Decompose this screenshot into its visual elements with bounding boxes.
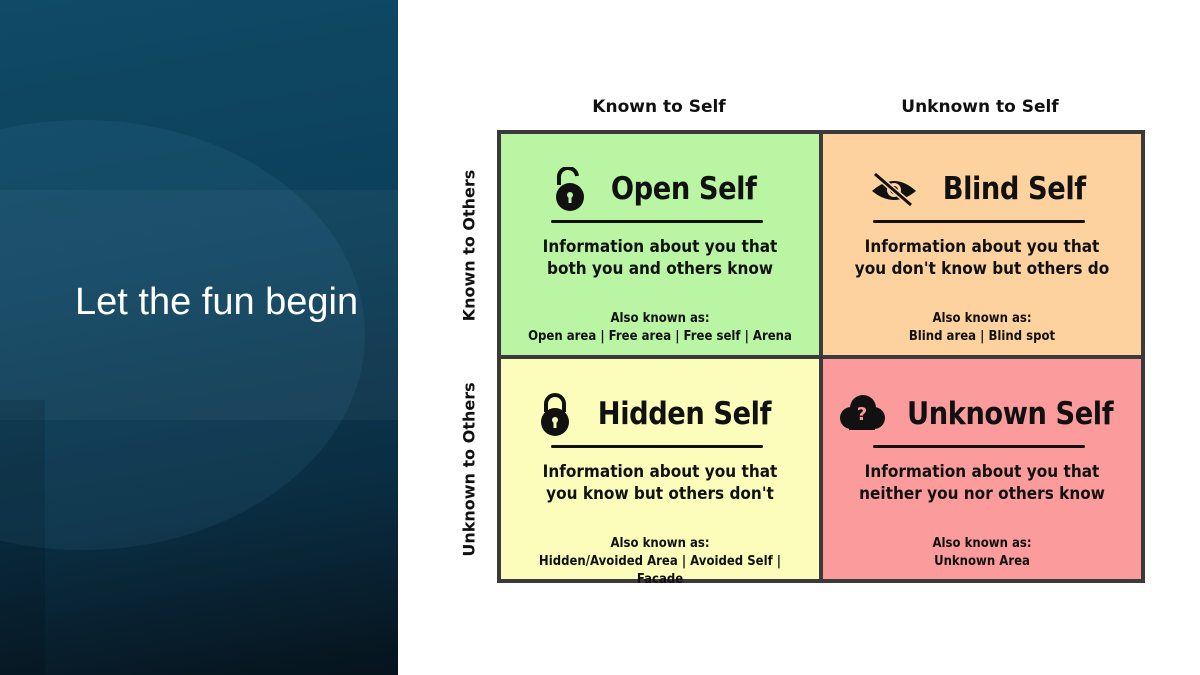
- aka-label: Also known as:: [932, 311, 1032, 326]
- column-header-known-to-self: Known to Self: [592, 97, 726, 117]
- column-header-unknown-to-self: Unknown to Self: [901, 97, 1059, 117]
- quadrant-title: Blind Self: [942, 171, 1086, 207]
- eye-slash-icon: [869, 171, 919, 207]
- divider: [551, 220, 763, 223]
- question-cloud-icon: ?: [837, 394, 887, 434]
- divider: [873, 220, 1085, 223]
- description-line: you know but others don't: [546, 483, 774, 504]
- aka-list: Hidden/Avoided Area | Avoided Self | Fac…: [538, 553, 782, 587]
- divider: [551, 444, 763, 448]
- description-line: Information about you that: [542, 461, 778, 482]
- quadrant-title: Open Self: [611, 171, 757, 207]
- aka-list: Open area | Free area | Free self | Aren…: [528, 329, 792, 344]
- open-padlock-icon: [553, 167, 587, 211]
- row-header-unknown-to-others: Unknown to Others: [459, 382, 479, 557]
- aka-label: Also known as:: [932, 535, 1032, 551]
- aka-label: Also known as:: [610, 311, 710, 326]
- quadrant-unknown-self: ? Unknown Self Information about you tha…: [823, 358, 1141, 579]
- padlock-icon: [538, 392, 572, 436]
- quadrant-title: Unknown Self: [906, 395, 1114, 432]
- description-line: Information about you that: [864, 237, 1100, 257]
- title-panel: Let the fun begin: [0, 0, 398, 675]
- quadrant-title: Hidden Self: [597, 395, 771, 432]
- description-line: neither you nor others know: [859, 483, 1105, 504]
- description-line: Information about you that: [864, 461, 1100, 482]
- slide-title: Let the fun begin: [75, 281, 359, 323]
- background-band: [0, 190, 398, 420]
- row-header-known-to-others: Known to Others: [459, 169, 479, 322]
- divider: [873, 444, 1085, 448]
- svg-text:?: ?: [857, 404, 867, 425]
- aka-list: Unknown Area: [934, 553, 1030, 569]
- description-line: both you and others know: [547, 259, 773, 279]
- aka-label: Also known as:: [610, 535, 710, 551]
- description-line: you don't know but others do: [854, 259, 1110, 279]
- background-strip: [0, 400, 45, 675]
- aka-list: Blind area | Blind spot: [908, 329, 1056, 344]
- background-circle: [0, 120, 365, 550]
- description-line: Information about you that: [542, 237, 778, 257]
